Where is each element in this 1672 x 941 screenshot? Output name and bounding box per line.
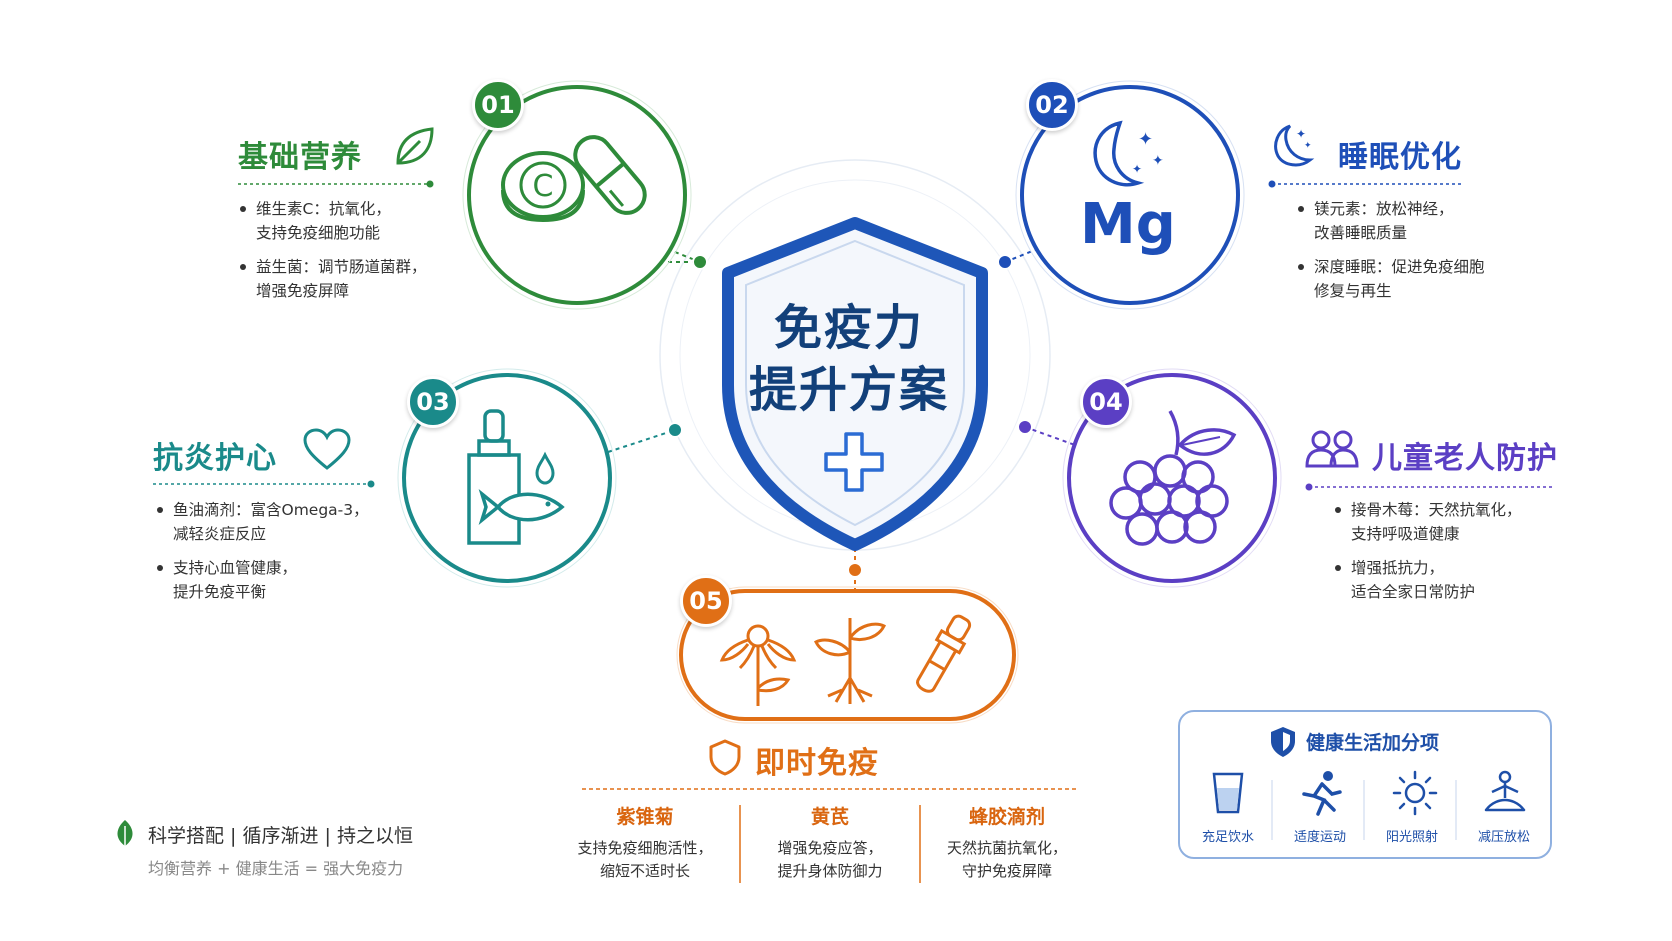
svg-text:✦: ✦ bbox=[1138, 129, 1153, 150]
list-item: 维生素C：抗氧化，支持免疫细胞功能 bbox=[238, 197, 427, 245]
leaf-icon bbox=[396, 127, 434, 165]
section5-badge: 05 bbox=[680, 575, 732, 627]
section2-list: 镁元素：放松神经，改善睡眠质量 深度睡眠：促进免疫细胞修复与再生 bbox=[1296, 197, 1485, 313]
footer-line1: 科学搭配 | 循序渐进 | 持之以恒 bbox=[148, 825, 413, 847]
svg-text:C: C bbox=[533, 169, 554, 204]
vitamin-c-tablet-icon: C bbox=[501, 151, 585, 223]
shield-icon bbox=[722, 217, 988, 551]
magnesium-icon-text: Mg bbox=[1080, 192, 1176, 257]
elderberry-icon bbox=[1109, 410, 1237, 546]
column-text-2: 提升身体防御力 bbox=[777, 862, 883, 880]
sun-icon bbox=[1392, 770, 1438, 816]
footer-line2: 均衡营养 + 健康生活 = 强大免疫力 bbox=[148, 859, 404, 878]
section1-list: 维生素C：抗氧化，支持免疫细胞功能 益生菌：调节肠道菌群，增强免疫屏障 bbox=[238, 197, 427, 313]
echinacea-column: 紫锥菊 支持免疫细胞活性， 缩短不适时长 bbox=[560, 802, 730, 883]
section3-divider bbox=[153, 480, 375, 488]
list-item: 镁元素：放松神经，改善睡眠质量 bbox=[1296, 197, 1485, 245]
svg-text:✦: ✦ bbox=[1132, 162, 1142, 176]
bonus-item-exercise: 适度运动 bbox=[1293, 830, 1346, 845]
column-text-2: 缩短不适时长 bbox=[599, 862, 690, 880]
section3-badge: 03 bbox=[407, 376, 459, 428]
bonus-item-water: 充足饮水 bbox=[1201, 830, 1254, 845]
center-title-line1: 免疫力 bbox=[773, 300, 924, 356]
list-item: 支持心血管健康，提升免疫平衡 bbox=[155, 556, 369, 604]
column-text-1: 增强免疫应答， bbox=[777, 839, 883, 857]
dropper-bottle-icon bbox=[467, 409, 555, 545]
running-icon bbox=[1302, 771, 1342, 816]
column-text-1: 支持免疫细胞活性， bbox=[577, 839, 713, 857]
column-text-1: 天然抗菌抗氧化， bbox=[946, 839, 1067, 857]
shield-outline-icon bbox=[709, 739, 741, 776]
section4-list: 接骨木莓：天然抗氧化，支持呼吸道健康 增强抵抗力，适合全家日常防护 bbox=[1333, 498, 1522, 614]
meditation-icon bbox=[1484, 770, 1526, 812]
list-item: 鱼油滴剂：富含Omega-3，减轻炎症反应 bbox=[155, 498, 369, 546]
leaf-icon bbox=[117, 820, 133, 846]
water-glass-icon bbox=[1212, 772, 1244, 814]
section3-list: 鱼油滴剂：富含Omega-3，减轻炎症反应 支持心血管健康，提升免疫平衡 bbox=[155, 498, 369, 614]
fish-icon bbox=[478, 489, 565, 525]
moon-stars-icon: ✦ ✦ ✦ bbox=[1093, 120, 1164, 187]
section1-circle bbox=[462, 80, 692, 310]
moon-icon: ✦ ✦ bbox=[1274, 124, 1315, 167]
echinacea-flower-icon bbox=[719, 624, 797, 706]
astragalus-plant-icon bbox=[813, 618, 887, 704]
section2-circle bbox=[1015, 80, 1245, 310]
cross-icon bbox=[824, 432, 884, 492]
list-item: 益生菌：调节肠道菌群，增强免疫屏障 bbox=[238, 255, 427, 303]
propolis-column: 蜂胶滴剂 天然抗菌抗氧化， 守护免疫屏障 bbox=[922, 802, 1092, 883]
column-title: 黄芪 bbox=[810, 806, 849, 828]
section4-divider bbox=[1305, 483, 1555, 491]
bonus-separators bbox=[1271, 780, 1457, 840]
astragalus-column: 黄芪 增强免疫应答， 提升身体防御力 bbox=[745, 802, 915, 883]
column-title: 紫锥菊 bbox=[616, 806, 674, 828]
section2-divider bbox=[1268, 180, 1464, 188]
family-icon bbox=[1305, 430, 1359, 468]
svg-text:✦: ✦ bbox=[1304, 141, 1312, 151]
section2-badge: 02 bbox=[1026, 79, 1078, 131]
capsule-icon bbox=[573, 135, 647, 215]
svg-text:✦: ✦ bbox=[1152, 153, 1164, 169]
section4-title: 儿童老人防护 bbox=[1372, 441, 1558, 476]
column-text-2: 守护免疫屏障 bbox=[961, 862, 1052, 880]
list-item: 接骨木莓：天然抗氧化，支持呼吸道健康 bbox=[1333, 498, 1522, 546]
bonus-item-sunlight: 阳光照射 bbox=[1385, 830, 1438, 845]
section2-title: 睡眠优化 bbox=[1338, 140, 1462, 175]
list-item: 增强抵抗力，适合全家日常防护 bbox=[1333, 556, 1522, 604]
section1-badge: 01 bbox=[472, 79, 524, 131]
section4-badge: 04 bbox=[1080, 376, 1132, 428]
section5-pill bbox=[676, 586, 1019, 724]
center-title-line2: 提升方案 bbox=[748, 362, 949, 418]
column-title: 蜂胶滴剂 bbox=[968, 806, 1045, 828]
svg-text:✦: ✦ bbox=[1296, 127, 1306, 141]
propolis-dropper-icon bbox=[916, 614, 972, 693]
section3-title: 抗炎护心 bbox=[153, 441, 277, 476]
section4-circle bbox=[1062, 368, 1282, 588]
shield-check-icon bbox=[1271, 727, 1295, 757]
list-item: 深度睡眠：促进免疫细胞修复与再生 bbox=[1296, 255, 1485, 303]
section5-dividers bbox=[582, 788, 1078, 883]
section3-circle bbox=[397, 368, 617, 588]
section1-divider bbox=[238, 180, 434, 188]
bonus-item-relax: 减压放松 bbox=[1477, 830, 1530, 845]
section5-title: 即时免疫 bbox=[755, 746, 879, 781]
heart-icon bbox=[303, 428, 351, 470]
bonus-title: 健康生活加分项 bbox=[1306, 732, 1440, 754]
section1-title: 基础营养 bbox=[238, 140, 362, 175]
